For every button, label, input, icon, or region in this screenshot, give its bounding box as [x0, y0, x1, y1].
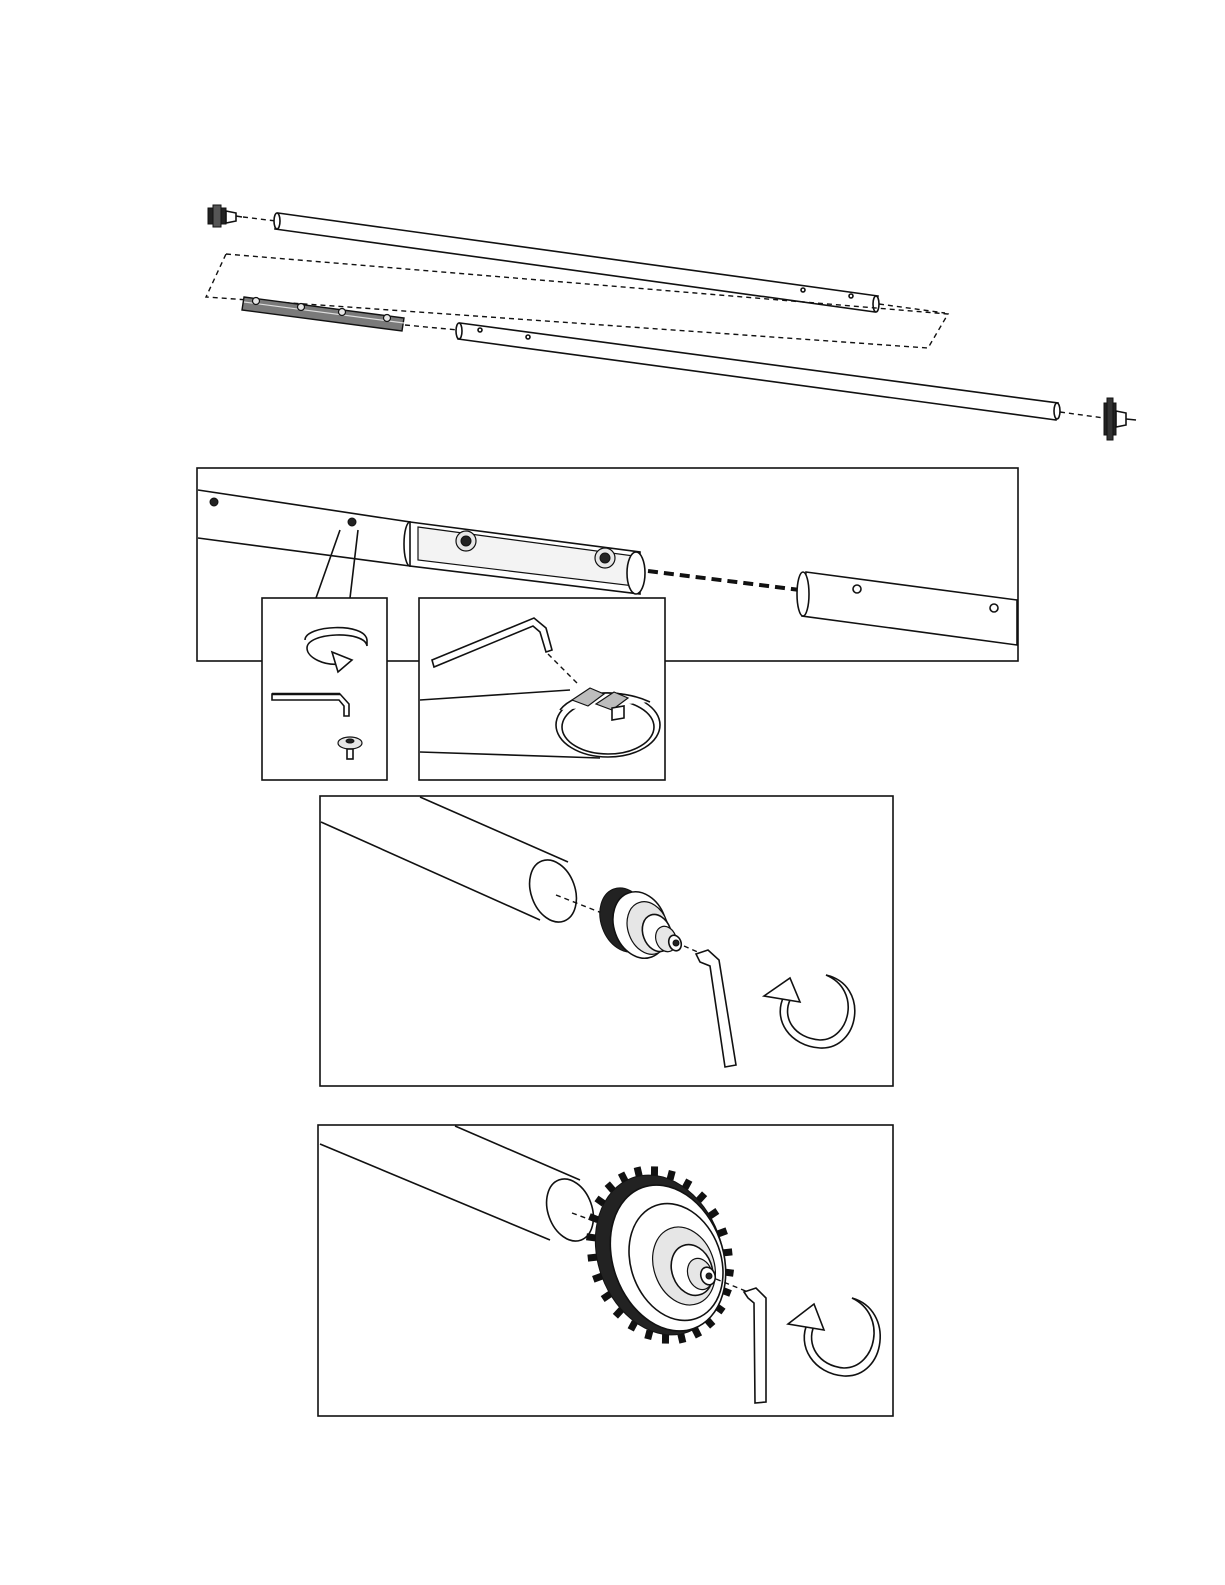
- gear-tooth: [586, 1237, 595, 1238]
- upper-tube: [274, 213, 879, 312]
- gear-tooth: [699, 1194, 705, 1201]
- alignment-line: [405, 325, 458, 330]
- gear-tooth: [648, 1330, 650, 1339]
- gear-end-cap-part: [1104, 398, 1136, 440]
- gear-end-cap-step: [318, 1125, 893, 1416]
- small-end-cap-part: [208, 205, 242, 227]
- gear-tooth: [603, 1294, 610, 1299]
- gear-tooth: [685, 1180, 689, 1188]
- gear-tooth: [710, 1211, 717, 1216]
- coupling-bar-part: [242, 297, 404, 331]
- gear-tooth: [589, 1216, 597, 1219]
- key-inset: [419, 598, 665, 780]
- gear-tooth: [607, 1184, 613, 1191]
- gear-tooth: [588, 1257, 597, 1258]
- lower-tube: [456, 323, 1060, 420]
- gear-tooth: [670, 1171, 672, 1180]
- tool-inset: [262, 598, 387, 780]
- gear-tooth: [596, 1198, 603, 1203]
- small-end-cap-step: [320, 796, 893, 1086]
- gear-tooth: [637, 1167, 639, 1176]
- gear-tooth: [681, 1334, 683, 1343]
- gear-tooth: [621, 1173, 625, 1181]
- alignment-line: [1060, 412, 1104, 418]
- pole-coupling-step: [197, 468, 1018, 780]
- tool-inset-frame: [262, 598, 387, 780]
- gear-tooth: [593, 1276, 601, 1279]
- gear-tooth: [615, 1310, 621, 1317]
- alignment-line: [243, 217, 276, 221]
- gear-tooth: [718, 1231, 726, 1234]
- gear-tooth: [695, 1329, 699, 1337]
- gear-tooth: [631, 1322, 635, 1330]
- exploded-pole-assembly: [206, 205, 1136, 440]
- gear-tooth: [723, 1252, 732, 1253]
